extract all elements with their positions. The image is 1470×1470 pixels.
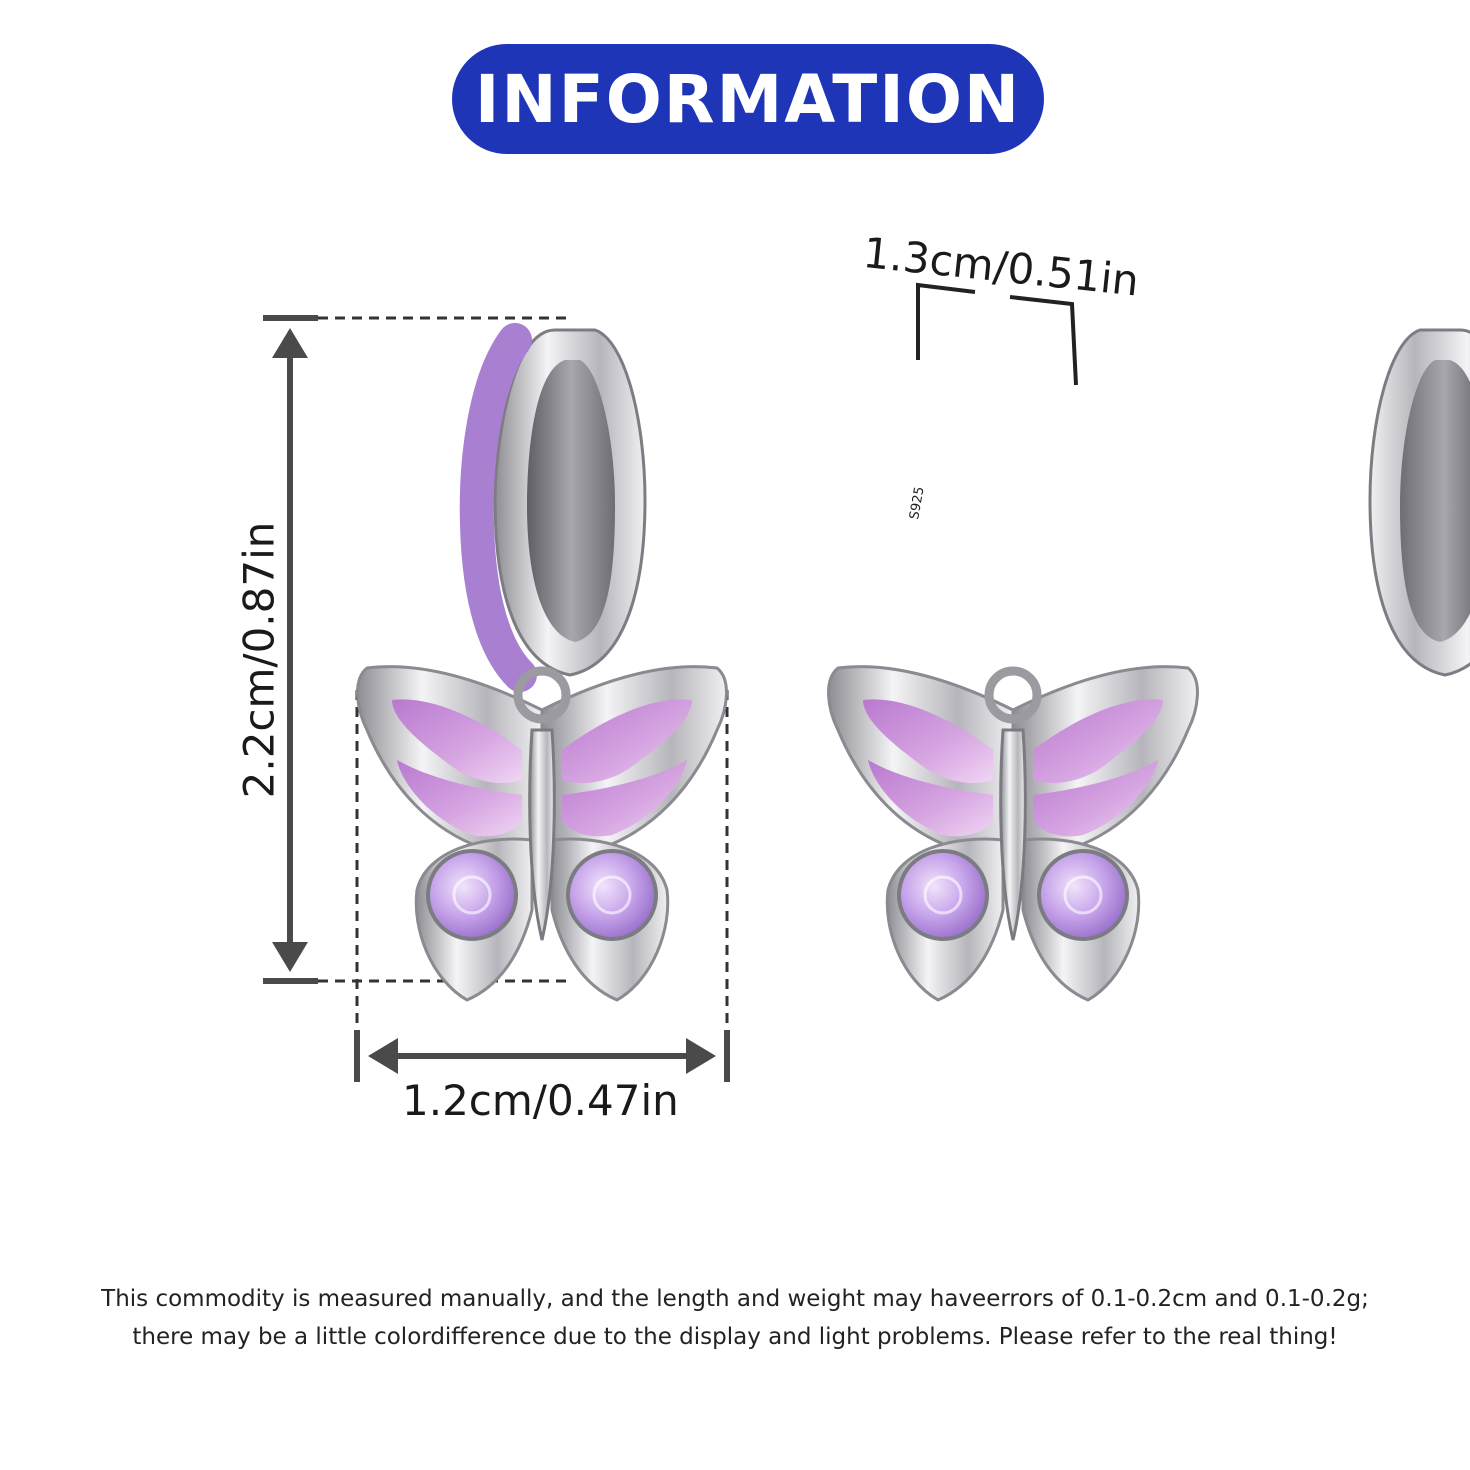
hoop-bracket-right [1009,295,1078,386]
header-title: INFORMATION [474,60,1022,138]
disclaimer-line-1: This commodity is measured manually, and… [101,1286,1369,1312]
left-earring-butterfly [358,667,727,1000]
disclaimer-text: This commodity is measured manually, and… [0,1280,1470,1356]
height-arrow-head-up [272,328,308,358]
right-earring-hoop [1370,330,1470,675]
width-dimension-label: 1.2cm/0.47in [402,1076,679,1125]
hoop-bracket-left [916,282,976,360]
width-arrow-head-left [368,1038,398,1074]
height-dimension-label: 2.2cm/0.87in [234,521,284,799]
width-arrow-head-right [686,1038,716,1074]
disclaimer-line-2: there may be a little colordifference du… [132,1324,1338,1350]
height-arrow-head-down [272,942,308,972]
silver-stamp: S925 [907,486,928,521]
left-earring-hoop [477,330,645,675]
right-earring-butterfly [829,667,1198,1000]
information-header: INFORMATION [452,44,1044,154]
